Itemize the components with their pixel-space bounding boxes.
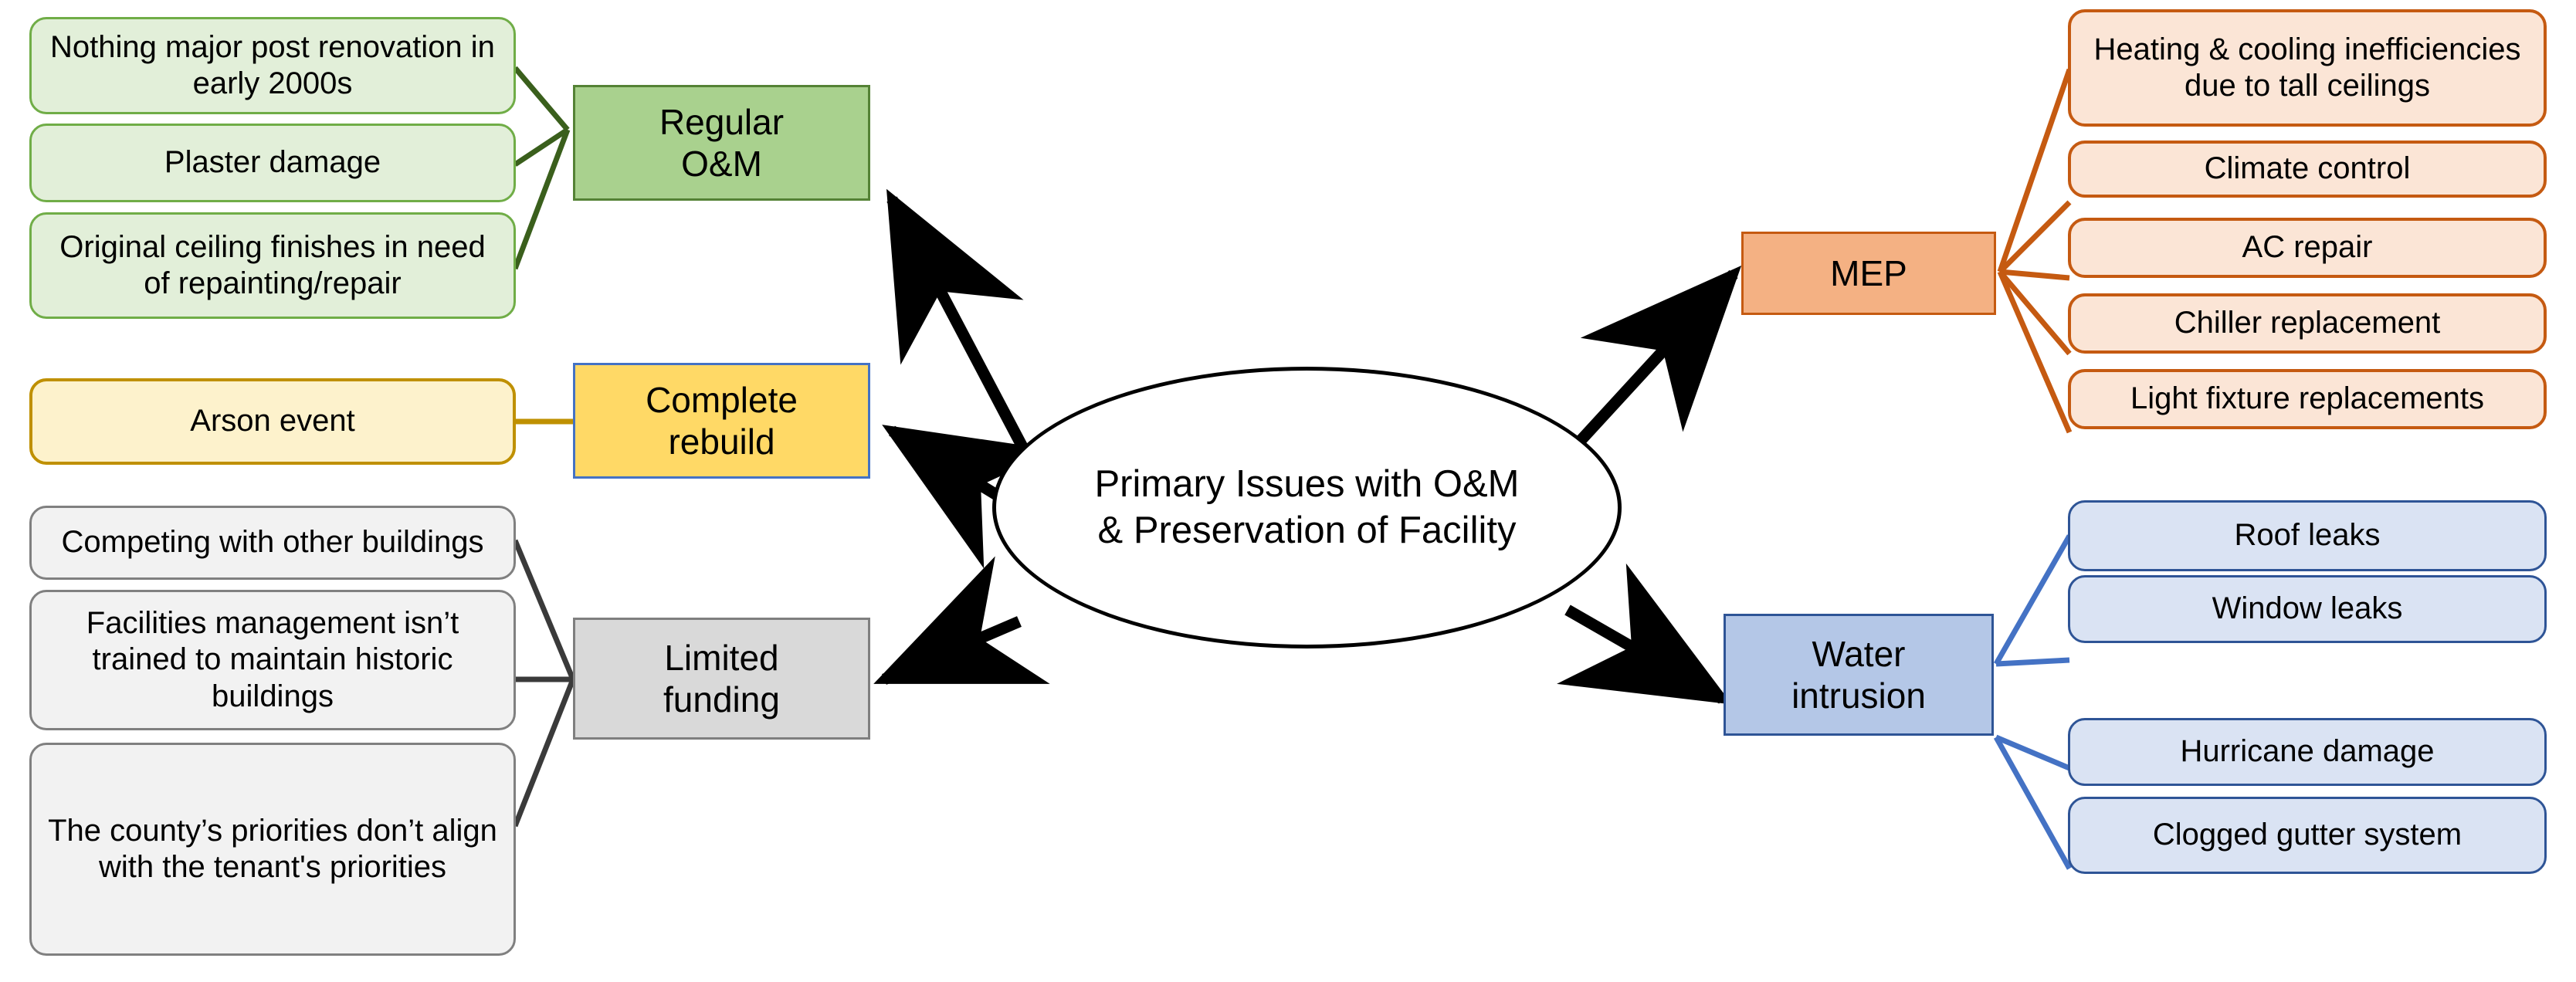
leaf-original-ceiling-finishes[interactable]: Original ceiling finishes in need of rep… (29, 212, 516, 319)
blue-connectors (1993, 534, 2073, 870)
leaf-county-priorities-dont-align[interactable]: The county’s priorities don’t align with… (29, 743, 516, 956)
leaf-label: Original ceiling finishes in need of rep… (59, 229, 486, 300)
branch-label-line2: funding (663, 679, 780, 720)
center-label-line2: & Preservation of Facility (1097, 509, 1517, 551)
leaf-chiller-replacement[interactable]: Chiller replacement (2068, 293, 2547, 354)
leaf-label: Climate control (2204, 151, 2411, 186)
leaf-label: Chiller replacement (2174, 306, 2441, 340)
branch-label-line2: intrusion (1791, 676, 1926, 716)
leaf-climate-control[interactable]: Climate control (2068, 141, 2547, 198)
branch-label-line1: MEP (1830, 252, 1907, 293)
leaf-label: The county’s priorities don’t align with… (48, 813, 497, 884)
leaf-label: Window leaks (2212, 591, 2403, 626)
branch-complete-rebuild[interactable]: Complete rebuild (573, 363, 870, 479)
leaf-label: Roof leaks (2234, 518, 2381, 553)
leaf-label: Heating & cooling inefficiencies due to … (2093, 32, 2521, 103)
leaf-clogged-gutter-system[interactable]: Clogged gutter system (2068, 797, 2547, 874)
branch-mep[interactable]: MEP (1741, 232, 1996, 315)
branch-regular-om[interactable]: Regular O&M (573, 85, 870, 201)
leaf-label: Competing with other buildings (61, 525, 484, 560)
gray-connectors (512, 539, 576, 828)
leaf-label: Nothing major post renovation in early 2… (50, 29, 495, 100)
leaf-label: Light fixture replacements (2130, 381, 2484, 416)
leaf-label: AC repair (2242, 230, 2373, 265)
leaf-roof-leaks[interactable]: Roof leaks (2068, 500, 2547, 571)
leaf-label: Facilities management isn’t trained to m… (86, 606, 459, 713)
branch-label-line2: rebuild (668, 422, 775, 462)
leaf-label: Hurricane damage (2180, 734, 2435, 769)
branch-label-line2: O&M (681, 144, 762, 184)
branch-water-intrusion[interactable]: Water intrusion (1724, 614, 1994, 736)
leaf-ac-repair[interactable]: AC repair (2068, 218, 2547, 278)
leaf-nothing-major-post-renovation[interactable]: Nothing major post renovation in early 2… (29, 17, 516, 114)
leaf-arson-event[interactable]: Arson event (29, 378, 516, 465)
green-connectors (512, 66, 571, 270)
leaf-label: Plaster damage (164, 145, 381, 180)
branch-label-line1: Complete (646, 379, 798, 420)
center-node[interactable]: Primary Issues with O&M & Preservation o… (992, 367, 1622, 648)
branch-limited-funding[interactable]: Limited funding (573, 618, 870, 740)
leaf-label: Clogged gutter system (2152, 818, 2462, 852)
branch-label-line1: Limited (664, 637, 779, 678)
center-label-line1: Primary Issues with O&M (1094, 462, 1520, 505)
leaf-window-leaks[interactable]: Window leaks (2068, 575, 2547, 643)
orange-connectors (1997, 68, 2073, 434)
leaf-hurricane-damage[interactable]: Hurricane damage (2068, 718, 2547, 786)
leaf-facilities-management-not-trained[interactable]: Facilities management isn’t trained to m… (29, 590, 516, 730)
leaf-heating-cooling-inefficiencies[interactable]: Heating & cooling inefficiencies due to … (2068, 9, 2547, 127)
leaf-competing-with-other-buildings[interactable]: Competing with other buildings (29, 506, 516, 580)
leaf-light-fixture-replacements[interactable]: Light fixture replacements (2068, 369, 2547, 429)
leaf-label: Arson event (190, 404, 355, 439)
leaf-plaster-damage[interactable]: Plaster damage (29, 124, 516, 202)
branch-label-line1: Water (1812, 633, 1906, 674)
branch-label-line1: Regular (659, 101, 785, 142)
